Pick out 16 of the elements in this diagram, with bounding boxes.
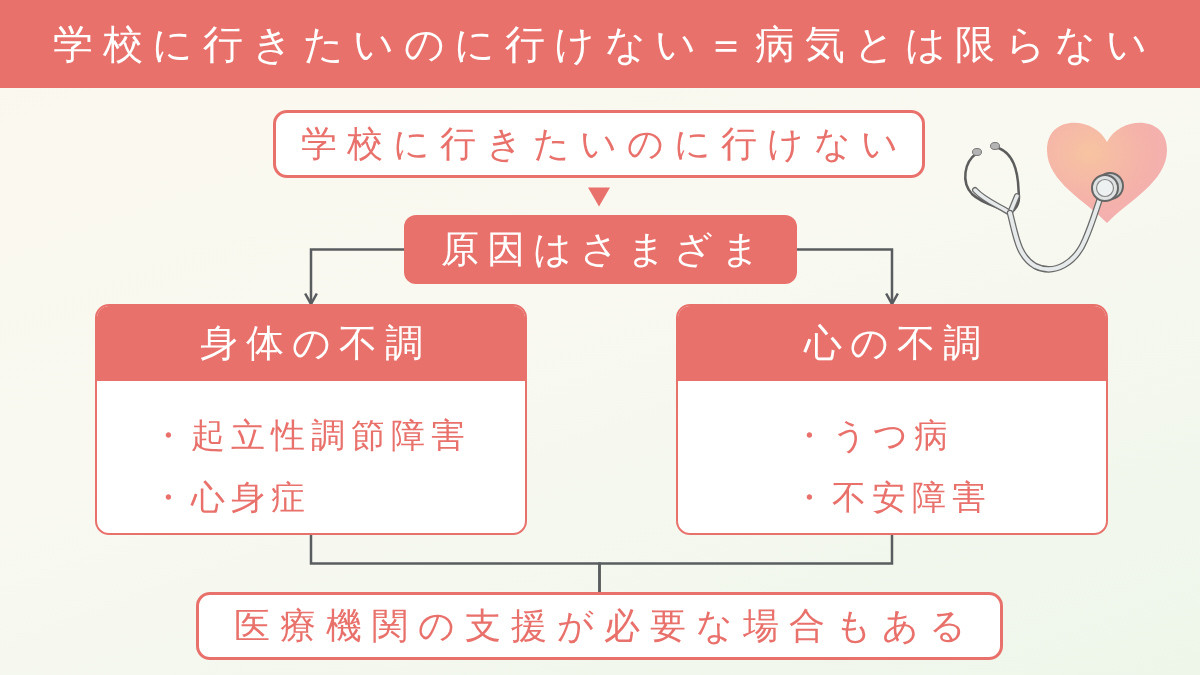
list-item: ・心身症 [151,476,312,519]
card-header: 身体の不調 [97,306,525,381]
highlight-box: 原因はさまざま [404,215,797,284]
list-item: ・不安障害 [792,476,992,519]
list-item: ・起立性調節障害 [151,414,471,457]
category-card [95,304,527,535]
arrow [797,248,900,306]
card-header: 心の不調 [678,306,1106,381]
text-box: 学校に行きたいのに行けない [273,110,925,178]
arrow [588,187,610,207]
list-item: ・うつ病 [792,414,955,457]
text-box: 医療機関の支援が必要な場合もある [196,592,1003,660]
category-card [676,304,1108,535]
arrow [303,248,404,306]
connector-line [598,535,894,592]
title-banner: 学校に行きたいのに行けない＝病気とは限らない [0,0,1200,88]
